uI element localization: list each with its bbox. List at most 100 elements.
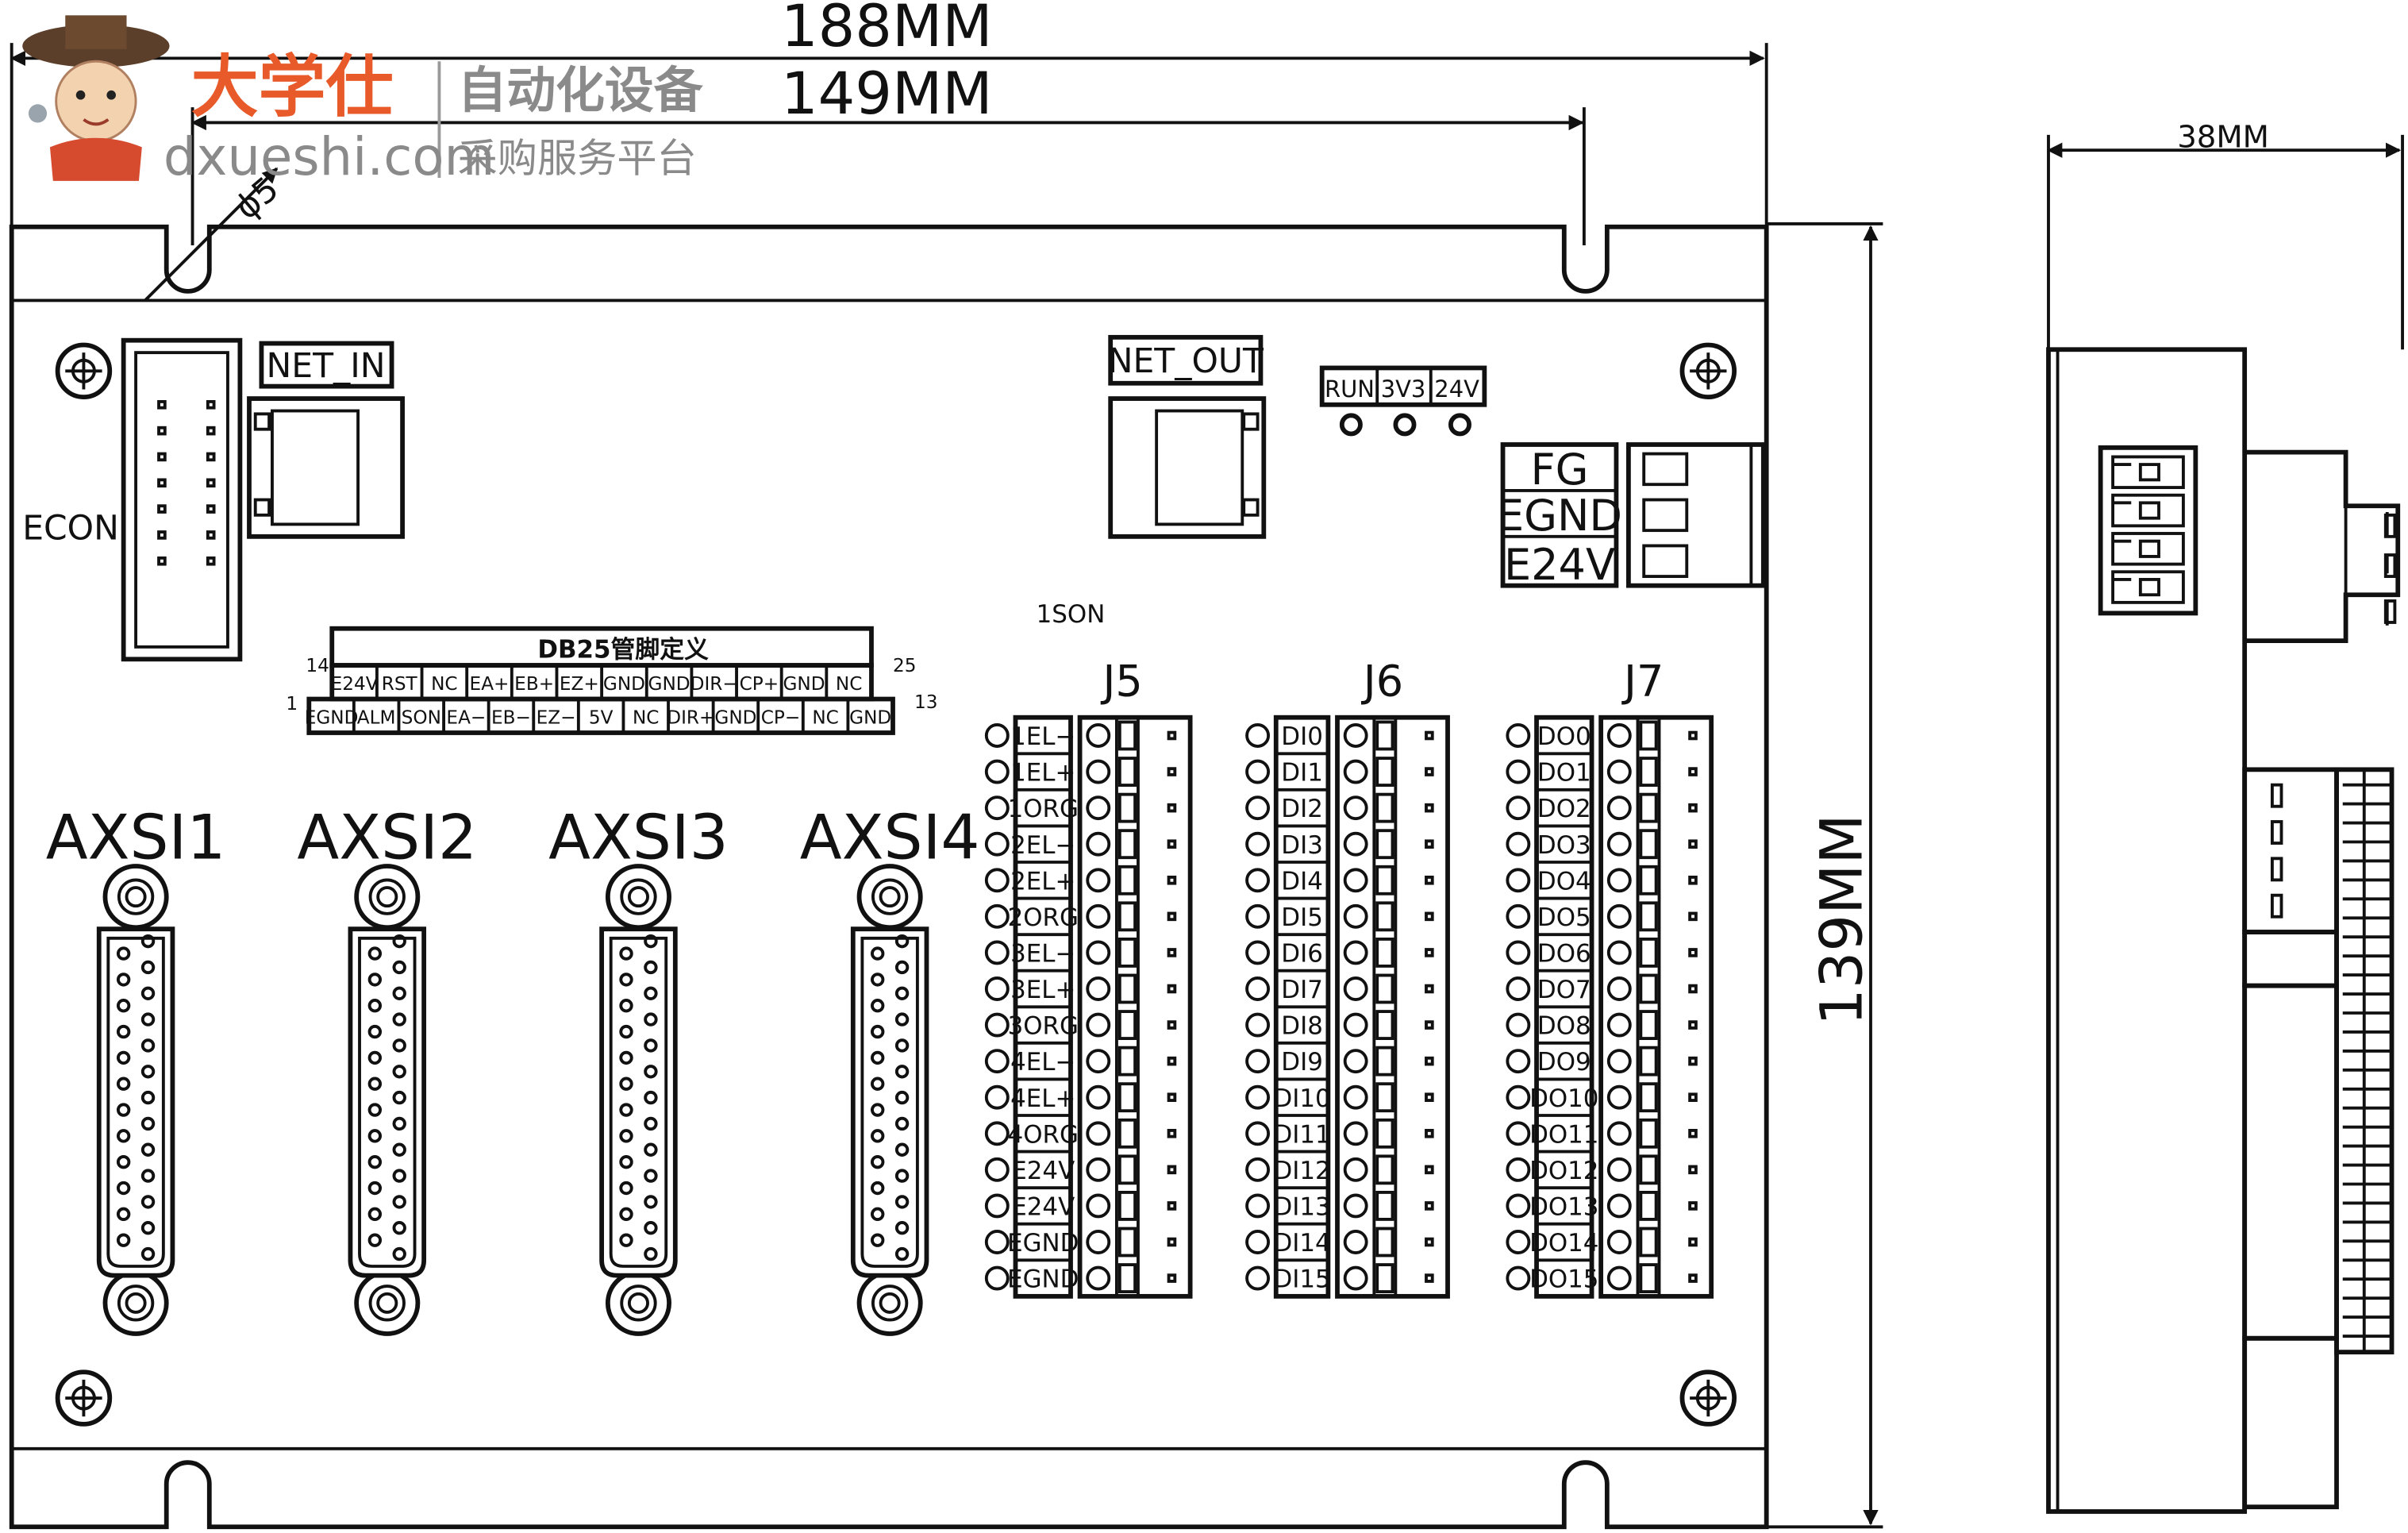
mounting-screw-bottom-right	[1679, 1369, 1737, 1427]
db25-bottom-pin: ALM	[357, 707, 396, 728]
power-label-fg: FG	[1531, 445, 1589, 495]
net-in-label: NET_IN	[266, 347, 385, 386]
axis-label: AXSI1	[46, 802, 226, 873]
db25-bottom-pin: SON	[402, 707, 441, 728]
terminal-pin-label: DO10	[1529, 1084, 1598, 1113]
terminal-pin-label: DO2	[1537, 795, 1591, 823]
db25-bottom-pin: NC	[633, 707, 660, 728]
terminal-pin-label: DO13	[1529, 1193, 1598, 1222]
terminal-pin-label: 1EL−	[1010, 722, 1075, 751]
econ-pin	[206, 478, 216, 488]
econ-pin	[206, 556, 216, 566]
terminal-pin-label: DI6	[1281, 940, 1323, 969]
watermark-service: 采购服务平台	[458, 134, 697, 181]
axis-connector-3: AXSI3	[548, 802, 729, 1336]
terminal-pin-label: DI1	[1281, 759, 1323, 788]
net-in-port: NET_IN	[247, 341, 405, 539]
dimension-hole-pitch: 149MM	[190, 60, 1586, 245]
led-label-3v3: 3V3	[1381, 376, 1426, 403]
terminal-pin-label: 4EL−	[1010, 1048, 1075, 1077]
econ-pin	[157, 530, 167, 540]
terminal-pin-label: DI11	[1273, 1120, 1330, 1149]
watermark-domain: dxueshi.com	[163, 127, 495, 187]
terminal-pin-label: 2ORG	[1008, 903, 1079, 932]
terminal-pin-label: DI12	[1273, 1157, 1330, 1185]
econ-label: ECON	[22, 510, 119, 549]
db25-bottom-pin: EB−	[491, 707, 531, 728]
terminal-pin-label: DI5	[1281, 903, 1323, 932]
watermark-brand: 大学仕	[191, 48, 394, 127]
led-label-24v: 24V	[1434, 376, 1479, 403]
db25-bottom-pin: GND	[849, 707, 891, 728]
terminal-pin-label: 1ORG	[1008, 795, 1079, 823]
side-view	[2046, 347, 2401, 1514]
terminal-pin-label: DO1	[1537, 759, 1591, 788]
terminal-block-title: J5	[1100, 657, 1142, 707]
terminal-pin-label: DI4	[1281, 867, 1323, 896]
mounting-screw-bottom-left	[55, 1369, 113, 1427]
terminal-pin-label: DI13	[1273, 1193, 1330, 1222]
econ-pin	[206, 399, 216, 410]
board-outline	[9, 224, 1769, 1530]
terminal-pin-label: DO3	[1537, 831, 1591, 860]
terminal-pin-label: DO12	[1529, 1157, 1598, 1185]
db25-bottom-pin: NC	[812, 707, 838, 728]
db25-top-pin: EA+	[470, 673, 510, 695]
terminal-pin-label: DO6	[1537, 940, 1591, 969]
dimension-total-width-label: 188MM	[781, 0, 993, 60]
db25-bottom-pin: EGND	[305, 707, 359, 728]
db25-bottom-pin: DIR+	[667, 707, 714, 728]
dimension-total-width: 188MM	[10, 0, 1768, 230]
db25-bottom-pin: EZ−	[537, 707, 576, 728]
terminal-pin-label: DI9	[1281, 1048, 1323, 1077]
terminal-pin-label: DO7	[1537, 976, 1591, 1004]
watermark-slogan: 自动化设备	[458, 62, 704, 119]
db25-bottom-pin: 5V	[589, 707, 614, 728]
terminal-block-j7: J7DO0DO1DO2DO3DO4DO5DO6DO7DO8DO9DO10DO11…	[1506, 657, 1714, 1299]
axis-label: AXSI3	[548, 802, 729, 873]
db25-pin-13: 13	[914, 691, 937, 713]
axis-label: AXSI2	[297, 802, 477, 873]
power-label-egnd: EGND	[1497, 491, 1622, 541]
dimension-depth-label: 38MM	[2177, 119, 2269, 155]
terminal-block-j6: J6DI0DI1DI2DI3DI4DI5DI6DI7DI8DI9DI10DI11…	[1245, 657, 1450, 1299]
econ-pin	[206, 530, 216, 540]
db25-bottom-pin: CP−	[761, 707, 801, 728]
terminal-pin-label: DO15	[1529, 1265, 1598, 1294]
db25-pin-1: 1	[286, 693, 298, 715]
econ-pin	[206, 504, 216, 514]
axis-connector-1: AXSI1	[46, 802, 226, 1336]
terminal-pin-label: DO9	[1537, 1048, 1591, 1077]
terminal-pin-label: E24V	[1011, 1193, 1075, 1222]
terminal-pin-label: DI7	[1281, 976, 1323, 1004]
terminal-pin-label: 3ORG	[1008, 1012, 1079, 1041]
db25-pin-25: 25	[893, 655, 916, 676]
terminal-pin-label: DI0	[1281, 722, 1323, 751]
terminal-pin-label: DO14	[1529, 1229, 1598, 1258]
power-label-e24v: E24V	[1504, 540, 1615, 590]
terminal-pin-label: DI8	[1281, 1012, 1323, 1041]
db25-top-pin: GND	[648, 673, 690, 695]
terminal-pin-label: DI2	[1281, 795, 1323, 823]
terminal-pin-label: 2EL+	[1010, 867, 1075, 896]
db25-top-pin: EB+	[514, 673, 554, 695]
terminal-block-title: J6	[1361, 657, 1403, 707]
db25-bottom-pin: GND	[714, 707, 756, 728]
terminal-pin-label: 2EL−	[1010, 831, 1075, 860]
axis-connector-4: AXSI4	[800, 802, 980, 1336]
terminal-pin-label: 1EL+	[1010, 759, 1075, 788]
terminal-pin-label: DI14	[1273, 1229, 1330, 1258]
terminal-pin-label: 4EL+	[1010, 1084, 1075, 1113]
db25-top-pin: GND	[603, 673, 645, 695]
terminal-pin-label: EGND	[1007, 1229, 1079, 1258]
terminal-pin-label: DO11	[1529, 1120, 1598, 1149]
db25-title: DB25管脚定义	[537, 635, 709, 664]
axis-label: AXSI4	[800, 802, 980, 873]
econ-pin	[157, 478, 167, 488]
terminal-block-j5: J51EL−1EL+1ORG2EL−2EL+2ORG3EL−3EL+3ORG4E…	[984, 657, 1193, 1299]
db25-bottom-pin: EA−	[446, 707, 486, 728]
db25-top-pin: RST	[382, 673, 418, 695]
db25-top-pin: E24V	[331, 673, 379, 695]
net-out-port: NET_OUT	[1108, 334, 1267, 539]
